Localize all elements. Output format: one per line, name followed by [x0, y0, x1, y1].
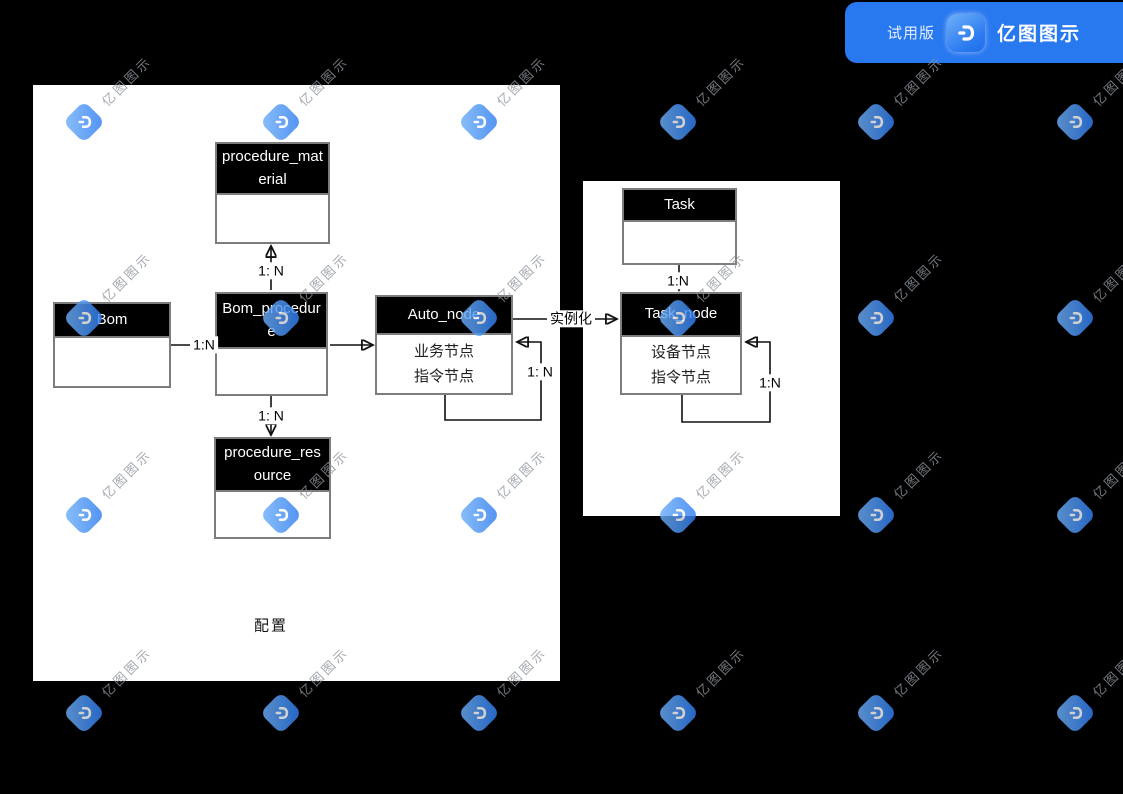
entity-task-node[interactable]: Task_node 设备节点 指令节点 [620, 292, 742, 395]
entity-body-line: 指令节点 [413, 368, 474, 385]
edraw-trial-banner[interactable]: 试用版 亿图图示 [845, 2, 1123, 63]
entity-body [217, 195, 328, 242]
entity-body [217, 349, 326, 394]
entity-title: procedure_material [217, 144, 328, 195]
brand-name: 亿图图示 [997, 24, 1082, 45]
cardinality-label[interactable]: 1:N [190, 336, 218, 354]
entity-body [55, 338, 169, 386]
entity-body: 设备节点 指令节点 [622, 337, 740, 393]
edraw-logo-icon [947, 13, 985, 52]
entity-body: 业务节点 指令节点 [377, 335, 511, 393]
entity-auto-node[interactable]: Auto_node 业务节点 指令节点 [375, 295, 513, 395]
instantiate-label[interactable]: 实例化 [547, 310, 595, 328]
cardinality-label[interactable]: 1: N [255, 407, 287, 425]
config-region-caption: 配置 [253, 617, 289, 635]
entity-title: procedure_resource [216, 439, 329, 492]
entity-body-line: 指令节点 [650, 369, 711, 386]
cardinality-label[interactable]: 1: N [524, 363, 556, 381]
cardinality-label[interactable]: 1:N [756, 374, 784, 392]
entity-procedure-resource[interactable]: procedure_resource [214, 437, 331, 539]
entity-title: Bom [55, 304, 169, 338]
entity-title: Task [624, 190, 735, 222]
entity-title: Bom_procedure [217, 294, 326, 349]
entity-title: Task_node [622, 294, 740, 337]
entity-title: Auto_node [377, 297, 511, 335]
entity-task[interactable]: Task [622, 188, 737, 265]
connector-task-node-self-loop[interactable] [681, 342, 771, 423]
entity-body [624, 222, 735, 263]
entity-bom-procedure[interactable]: Bom_procedure [215, 292, 328, 396]
cardinality-label[interactable]: 1: N [255, 262, 287, 280]
entity-body [216, 492, 329, 537]
entity-body-line: 业务节点 [413, 342, 474, 360]
entity-procedure-material[interactable]: procedure_material [215, 142, 330, 244]
connector-auto-node-self-loop[interactable] [444, 342, 542, 421]
entity-bom[interactable]: Bom [53, 302, 171, 388]
entity-body-line: 设备节点 [650, 343, 711, 361]
trial-version-label: 试用版 [886, 25, 935, 42]
cardinality-label[interactable]: 1:N [664, 272, 692, 290]
